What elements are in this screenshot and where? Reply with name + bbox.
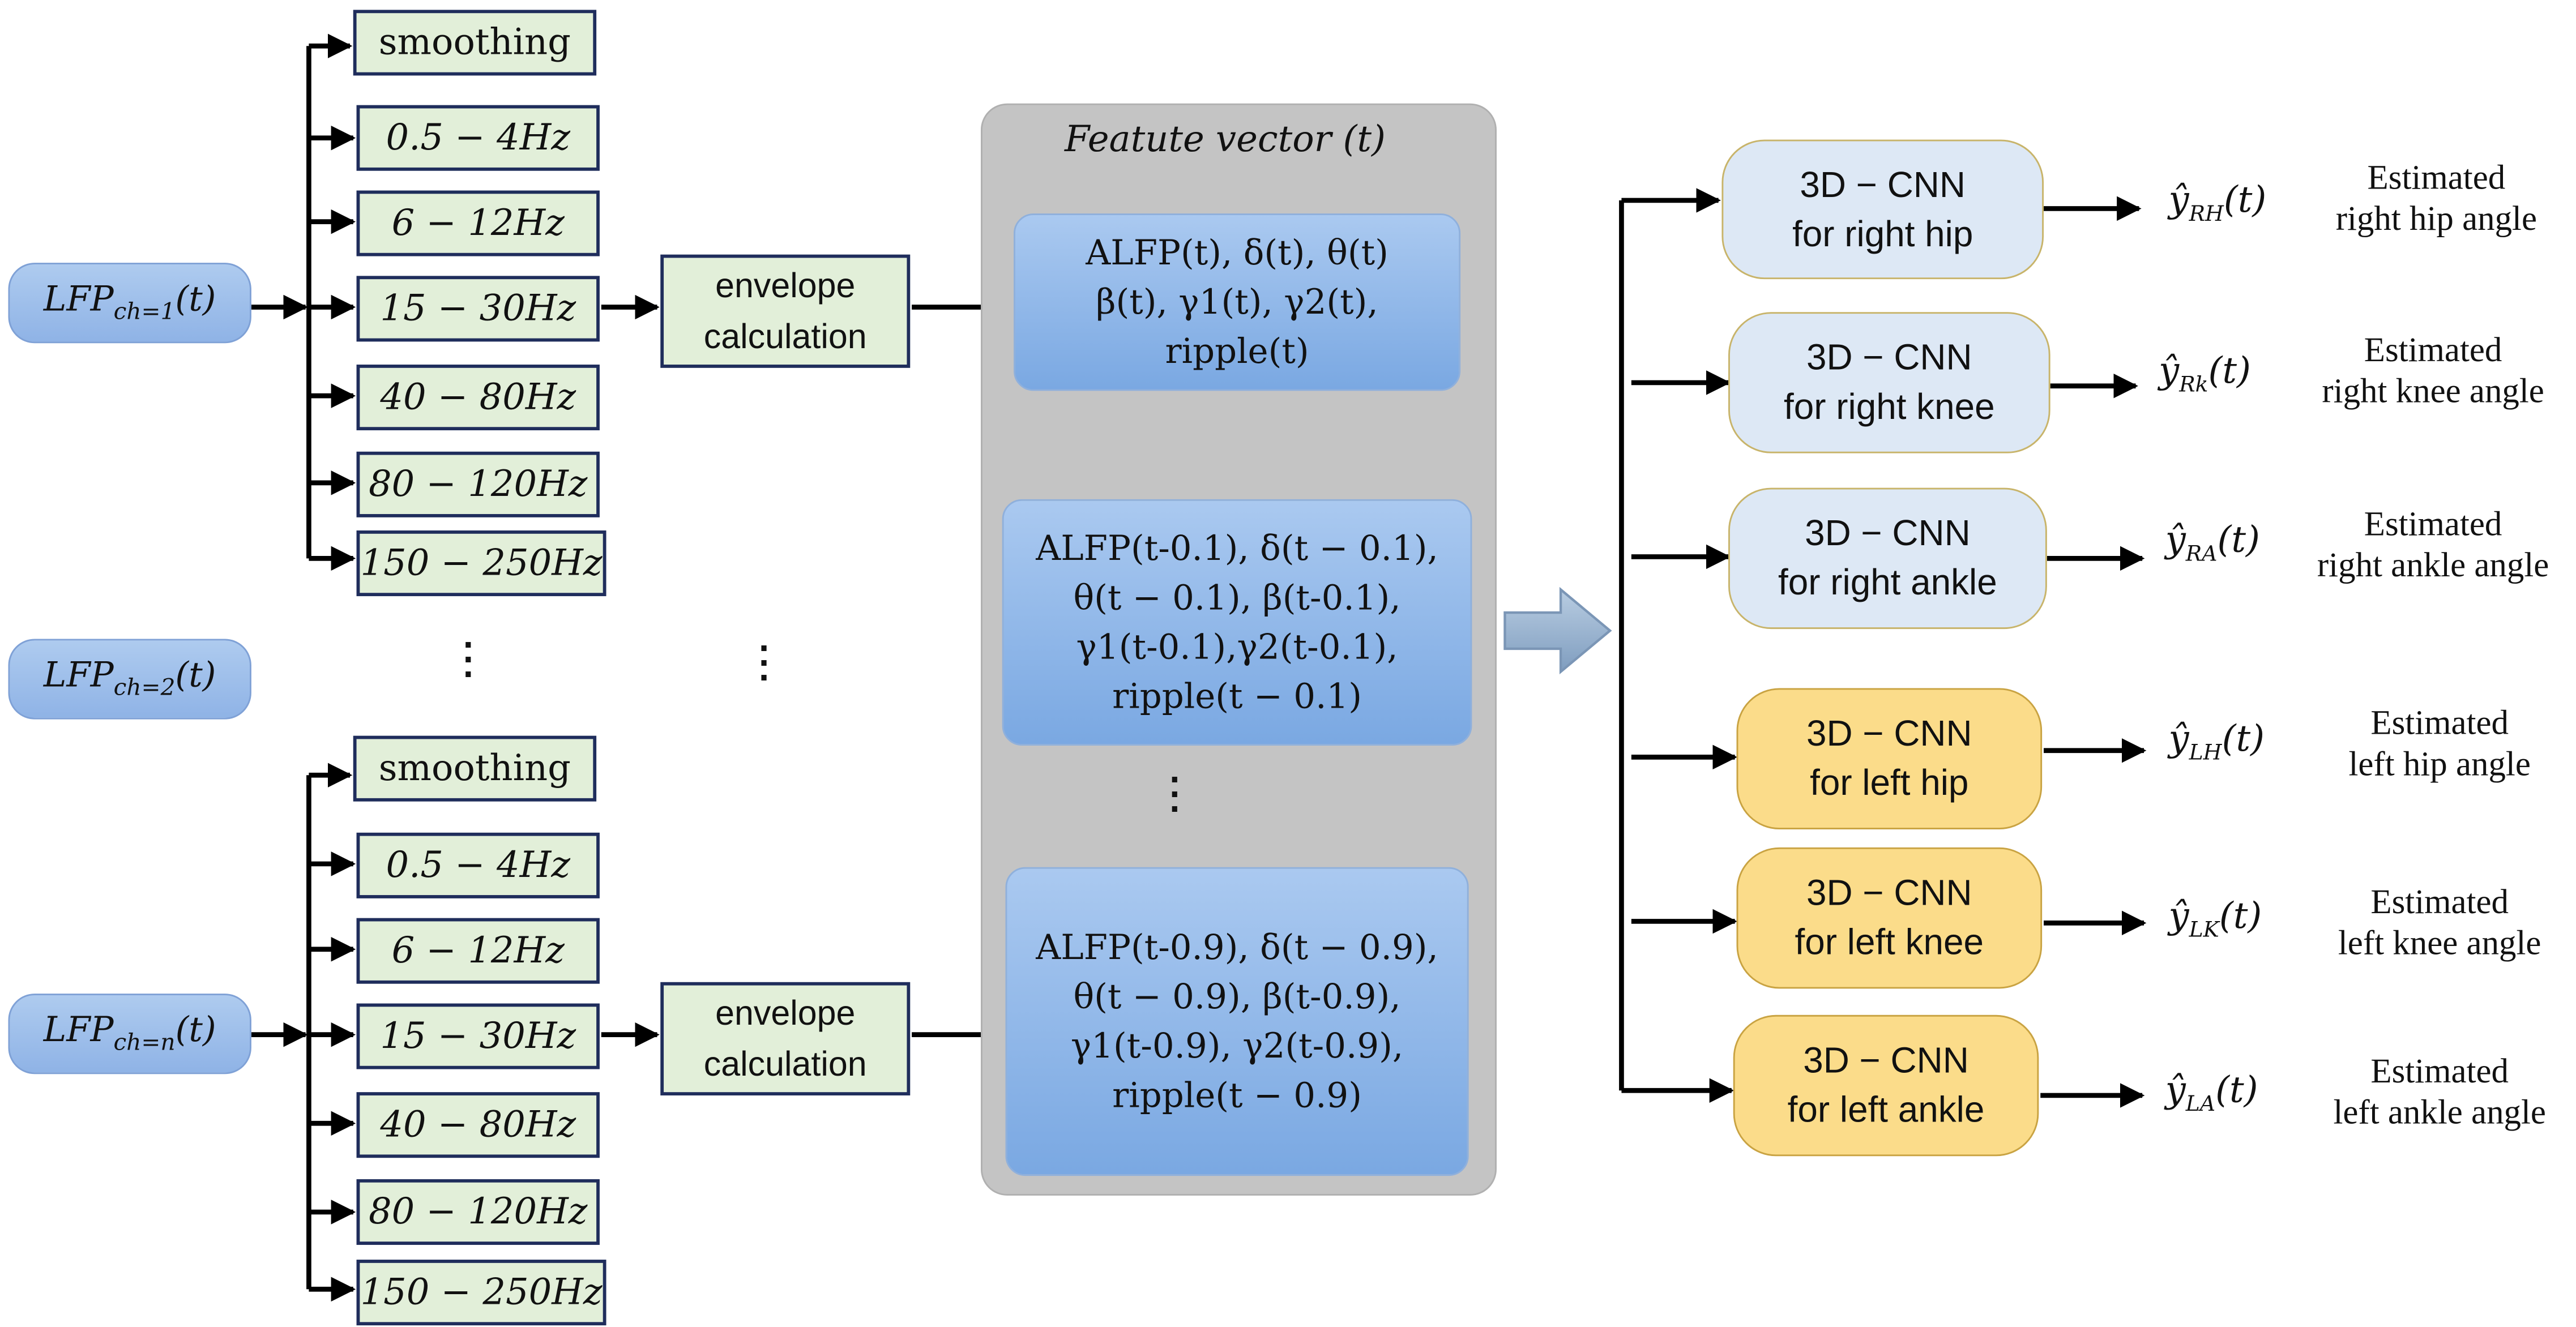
feature-box-t: ALFP(t), δ(t), θ(t)β(t), γ1(t), γ2(t),ri… <box>1014 213 1461 391</box>
band-ripple: 150 − 250Hz <box>356 530 606 597</box>
output-y-la: ŷLA(t) <box>2165 1071 2258 1118</box>
band-delta: 0.5 − 4Hz <box>356 105 600 171</box>
ellipsis-envelope: ··· <box>758 632 770 697</box>
band-gamma2: 80 − 120Hz <box>356 451 600 517</box>
band-theta: 6 − 12Hz <box>356 190 600 256</box>
output-y-lh: ŷLH(t) <box>2168 719 2265 766</box>
lfp-channel-1: LFPch=1(t) <box>8 263 251 344</box>
lfp-channel-2: LFPch=2(t) <box>8 639 251 720</box>
output-y-ra: ŷRA(t) <box>2165 520 2260 567</box>
feature-vector-title: Featute vector (t) <box>1064 119 1386 161</box>
output-y-lk: ŷLK(t) <box>2168 896 2262 944</box>
output-y-rh: ŷRH(t) <box>2168 181 2267 228</box>
ellipsis-bands: ··· <box>462 629 474 694</box>
big-right-arrow <box>1503 587 1612 675</box>
output-y-rk: ŷRk(t) <box>2159 351 2251 399</box>
band-beta: 15 − 30Hz <box>356 276 600 342</box>
band-smoothing: smoothing <box>353 10 597 76</box>
band-smoothing: smoothing <box>353 735 597 802</box>
band-delta: 0.5 − 4Hz <box>356 832 600 898</box>
band-gamma1: 40 − 80Hz <box>356 1092 600 1158</box>
band-ripple: 150 − 250Hz <box>356 1260 606 1326</box>
band-gamma2: 80 − 120Hz <box>356 1179 600 1245</box>
ellipsis-feature: ··· <box>1169 763 1181 828</box>
band-theta: 6 − 12Hz <box>356 918 600 984</box>
feature-box-t-minus-0-9: ALFP(t-0.9), δ(t − 0.9),θ(t − 0.9), β(t-… <box>1005 867 1469 1176</box>
lfp-channel-n: LFPch=n(t) <box>8 994 251 1075</box>
band-gamma1: 40 − 80Hz <box>356 365 600 431</box>
feature-box-t-minus-0-1: ALFP(t-0.1), δ(t − 0.1),θ(t − 0.1), β(t-… <box>1002 499 1472 746</box>
band-beta: 15 − 30Hz <box>356 1003 600 1069</box>
